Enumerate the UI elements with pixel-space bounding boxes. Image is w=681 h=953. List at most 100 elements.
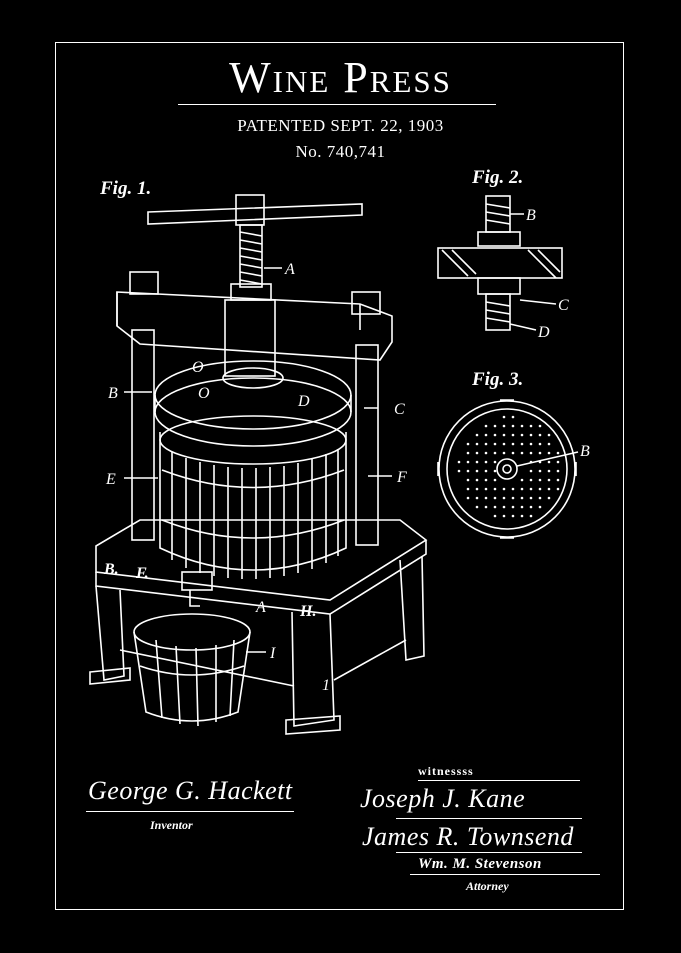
perforation-dot <box>502 451 506 455</box>
perforation-dot <box>511 451 515 455</box>
page-title: Wine Press <box>229 53 452 102</box>
fig1-label: Fig. 1. <box>100 178 152 199</box>
perforation-dot <box>466 469 470 473</box>
perforation-dot <box>475 496 479 500</box>
perforation-dot <box>502 496 506 500</box>
label-c-post: C <box>394 401 405 418</box>
perforation-dot <box>475 478 479 482</box>
perforation-dot <box>538 424 542 428</box>
perforation-dot <box>547 442 551 446</box>
perforation-dot <box>538 505 542 509</box>
perforation-dot <box>529 433 533 437</box>
perforation-dot <box>520 433 524 437</box>
label-i-bucket: I <box>269 645 276 662</box>
label-e-barrel: E <box>105 471 116 488</box>
perforation-dot <box>493 433 497 437</box>
perforation-dot <box>556 487 560 491</box>
patent-date: PATENTED SEPT. 22, 1903 <box>237 116 444 135</box>
perforation-dot <box>484 460 488 464</box>
perforation-dot <box>493 496 497 500</box>
perforation-dot <box>511 487 515 491</box>
perforation-dot <box>502 487 506 491</box>
perforation-dot <box>520 478 524 482</box>
label-f-base: F. <box>135 565 149 582</box>
witnesses-caption: witnessss <box>418 764 474 778</box>
perforation-dot <box>529 496 533 500</box>
perforation-dot <box>493 487 497 491</box>
perforation-dot <box>547 478 551 482</box>
perforation-dot <box>493 460 497 464</box>
perforation-dot <box>538 433 542 437</box>
perforation-dot <box>529 505 533 509</box>
perforation-dot <box>511 424 515 428</box>
perforation-dot <box>457 469 461 473</box>
label-f-post: F <box>396 469 407 486</box>
perforation-dot <box>493 469 497 473</box>
perforation-dot <box>547 469 551 473</box>
perforation-dot <box>484 433 488 437</box>
perforation-dot <box>466 478 470 482</box>
perforation-dot <box>493 424 497 428</box>
inventor-signature: George G. Hackett <box>88 776 293 805</box>
perforation-dot <box>556 451 560 455</box>
perforation-dot <box>466 451 470 455</box>
perforation-dot <box>529 451 533 455</box>
witness1-rule <box>396 818 582 819</box>
press-cover <box>154 360 352 447</box>
witness1-signature: Joseph J. Kane <box>360 784 526 813</box>
press-base <box>89 519 428 735</box>
perforation-dot <box>529 424 533 428</box>
witness2-signature: James R. Townsend <box>362 822 574 851</box>
perforation-dot <box>511 415 515 419</box>
attorney-caption: Attorney <box>466 879 509 893</box>
perforation-dot <box>511 496 515 500</box>
inventor-caption: Inventor <box>150 818 193 832</box>
perforation-dot <box>547 487 551 491</box>
label-d-cover: D <box>297 393 310 410</box>
perforation-dot <box>475 487 479 491</box>
perforation-dot <box>538 478 542 482</box>
fig2-label-b: B <box>526 207 536 224</box>
perforation-dot <box>529 469 533 473</box>
perforation-dot <box>511 514 515 518</box>
fig3-strainer-disc: B <box>437 399 590 539</box>
press-bucket <box>133 613 251 727</box>
perforation-dot <box>475 460 479 464</box>
perforation-dot <box>520 451 524 455</box>
press-handle <box>147 194 363 226</box>
perforation-dot <box>484 496 488 500</box>
perforation-dot <box>547 433 551 437</box>
patent-number: No. 740,741 <box>295 142 386 161</box>
perforation-dot <box>502 442 506 446</box>
perforation-dot <box>493 451 497 455</box>
label-1-leg: 1 <box>322 677 330 694</box>
perforation-dot <box>520 505 524 509</box>
wine-press-illustration: A B O O D C E F B. F. A H. I 1 <box>89 194 428 735</box>
perforation-dot <box>547 451 551 455</box>
disc-perforations <box>457 415 560 518</box>
perforation-dot <box>556 478 560 482</box>
perforation-dot <box>484 424 488 428</box>
perforation-dot <box>502 514 506 518</box>
fig2-label: Fig. 2. <box>472 167 524 188</box>
perforation-dot <box>520 442 524 446</box>
perforation-dot <box>520 496 524 500</box>
label-b-frame: B <box>108 385 118 402</box>
perforation-dot <box>466 460 470 464</box>
perforation-dot <box>502 424 506 428</box>
perforation-dot <box>547 496 551 500</box>
perforation-dot <box>511 433 515 437</box>
press-screw <box>230 224 272 301</box>
perforation-dot <box>529 478 533 482</box>
press-barrel <box>159 415 347 579</box>
perforation-dot <box>538 487 542 491</box>
label-h-base: H. <box>299 603 316 620</box>
press-posts <box>131 329 379 546</box>
perforation-dot <box>511 505 515 509</box>
label-b-base: B. <box>103 561 119 578</box>
poster-frame <box>55 42 624 910</box>
fig3-label-b: B <box>580 443 590 460</box>
perforation-dot <box>502 505 506 509</box>
perforation-dot <box>511 442 515 446</box>
